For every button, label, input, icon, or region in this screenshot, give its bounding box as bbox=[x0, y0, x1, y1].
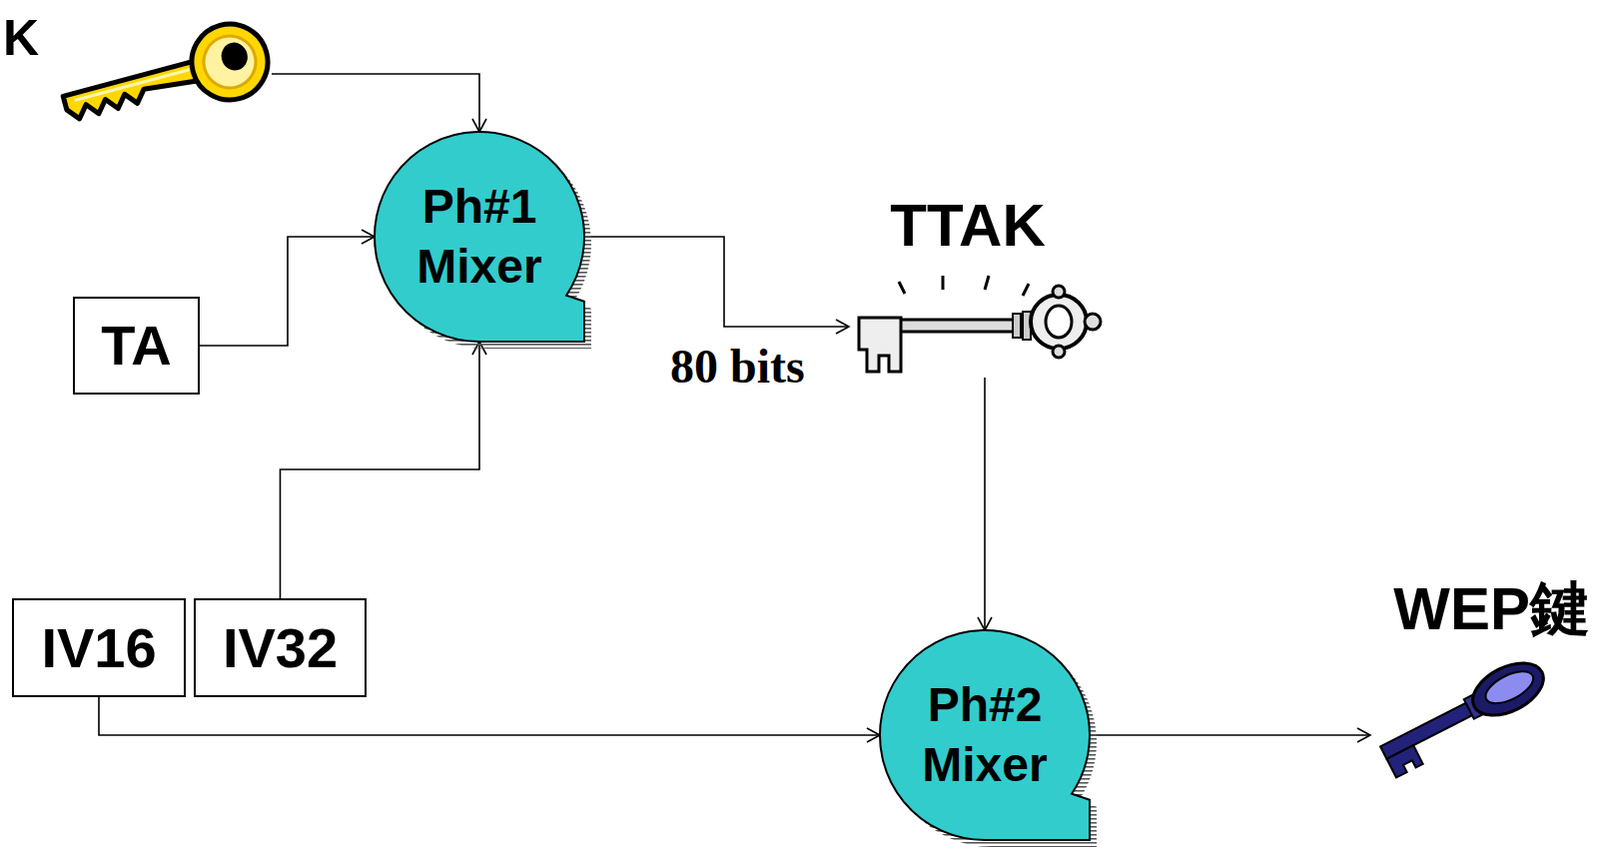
box-label: TA bbox=[100, 317, 172, 374]
motion-mark bbox=[941, 275, 945, 290]
mixer-shape bbox=[879, 630, 1090, 840]
key-hole bbox=[1481, 665, 1539, 711]
key-node: TTAK bbox=[848, 189, 1114, 378]
input-box: TA bbox=[72, 296, 200, 395]
mixer-circle: Ph#1 Mixer bbox=[374, 131, 585, 342]
connector-arrow bbox=[271, 73, 480, 132]
connector-arrow bbox=[98, 697, 880, 736]
key-knob bbox=[1052, 285, 1065, 298]
mixer-shape bbox=[374, 131, 585, 342]
mixer-circle: Ph#2 Mixer bbox=[879, 630, 1090, 840]
key-highlight bbox=[74, 68, 191, 100]
mixer-outline bbox=[879, 630, 1090, 840]
gold-key-icon bbox=[55, 14, 277, 142]
connector-arrow bbox=[199, 236, 375, 346]
motion-mark bbox=[1022, 283, 1029, 296]
key-node: K bbox=[0, 4, 272, 135]
input-box: IV16 bbox=[11, 598, 186, 698]
mixer-outline bbox=[374, 131, 585, 342]
connector-arrow bbox=[584, 236, 849, 327]
key-collar bbox=[1012, 313, 1021, 338]
connector-arrow bbox=[280, 341, 481, 599]
key-bit bbox=[1386, 745, 1423, 778]
connector-arrow bbox=[983, 377, 986, 631]
key-bit bbox=[858, 317, 901, 372]
key-label: TTAK bbox=[889, 195, 1046, 256]
key-hole bbox=[1045, 305, 1072, 338]
key-ring-inner bbox=[197, 29, 262, 94]
key-knob bbox=[1084, 313, 1101, 330]
key-knob bbox=[1052, 345, 1065, 358]
mixer-label: Ph#2 Mixer bbox=[909, 675, 1060, 796]
bit-width-label: 80 bits bbox=[668, 342, 807, 391]
box-label: IV32 bbox=[222, 620, 338, 677]
key-ring bbox=[182, 14, 276, 108]
key-hole bbox=[218, 39, 251, 74]
key-shaft bbox=[62, 60, 200, 121]
key-ring bbox=[1464, 652, 1553, 727]
blue-key-icon bbox=[1373, 652, 1555, 778]
antique-key-icon bbox=[858, 275, 1101, 372]
key-shaft bbox=[888, 319, 1029, 332]
box-label: IV16 bbox=[40, 620, 156, 677]
key-ring bbox=[1030, 294, 1087, 349]
key-node: WEP鍵 bbox=[1370, 579, 1593, 795]
motion-mark bbox=[984, 275, 989, 290]
motion-mark bbox=[898, 281, 905, 294]
key-label: K bbox=[2, 12, 39, 63]
connector-arrow bbox=[1089, 734, 1371, 737]
input-box: IV32 bbox=[193, 598, 367, 698]
mixer-label: Ph#1 Mixer bbox=[404, 176, 555, 297]
edge-label-holder: 80 bits bbox=[668, 342, 807, 391]
key-label: WEP鍵 bbox=[1393, 579, 1591, 640]
